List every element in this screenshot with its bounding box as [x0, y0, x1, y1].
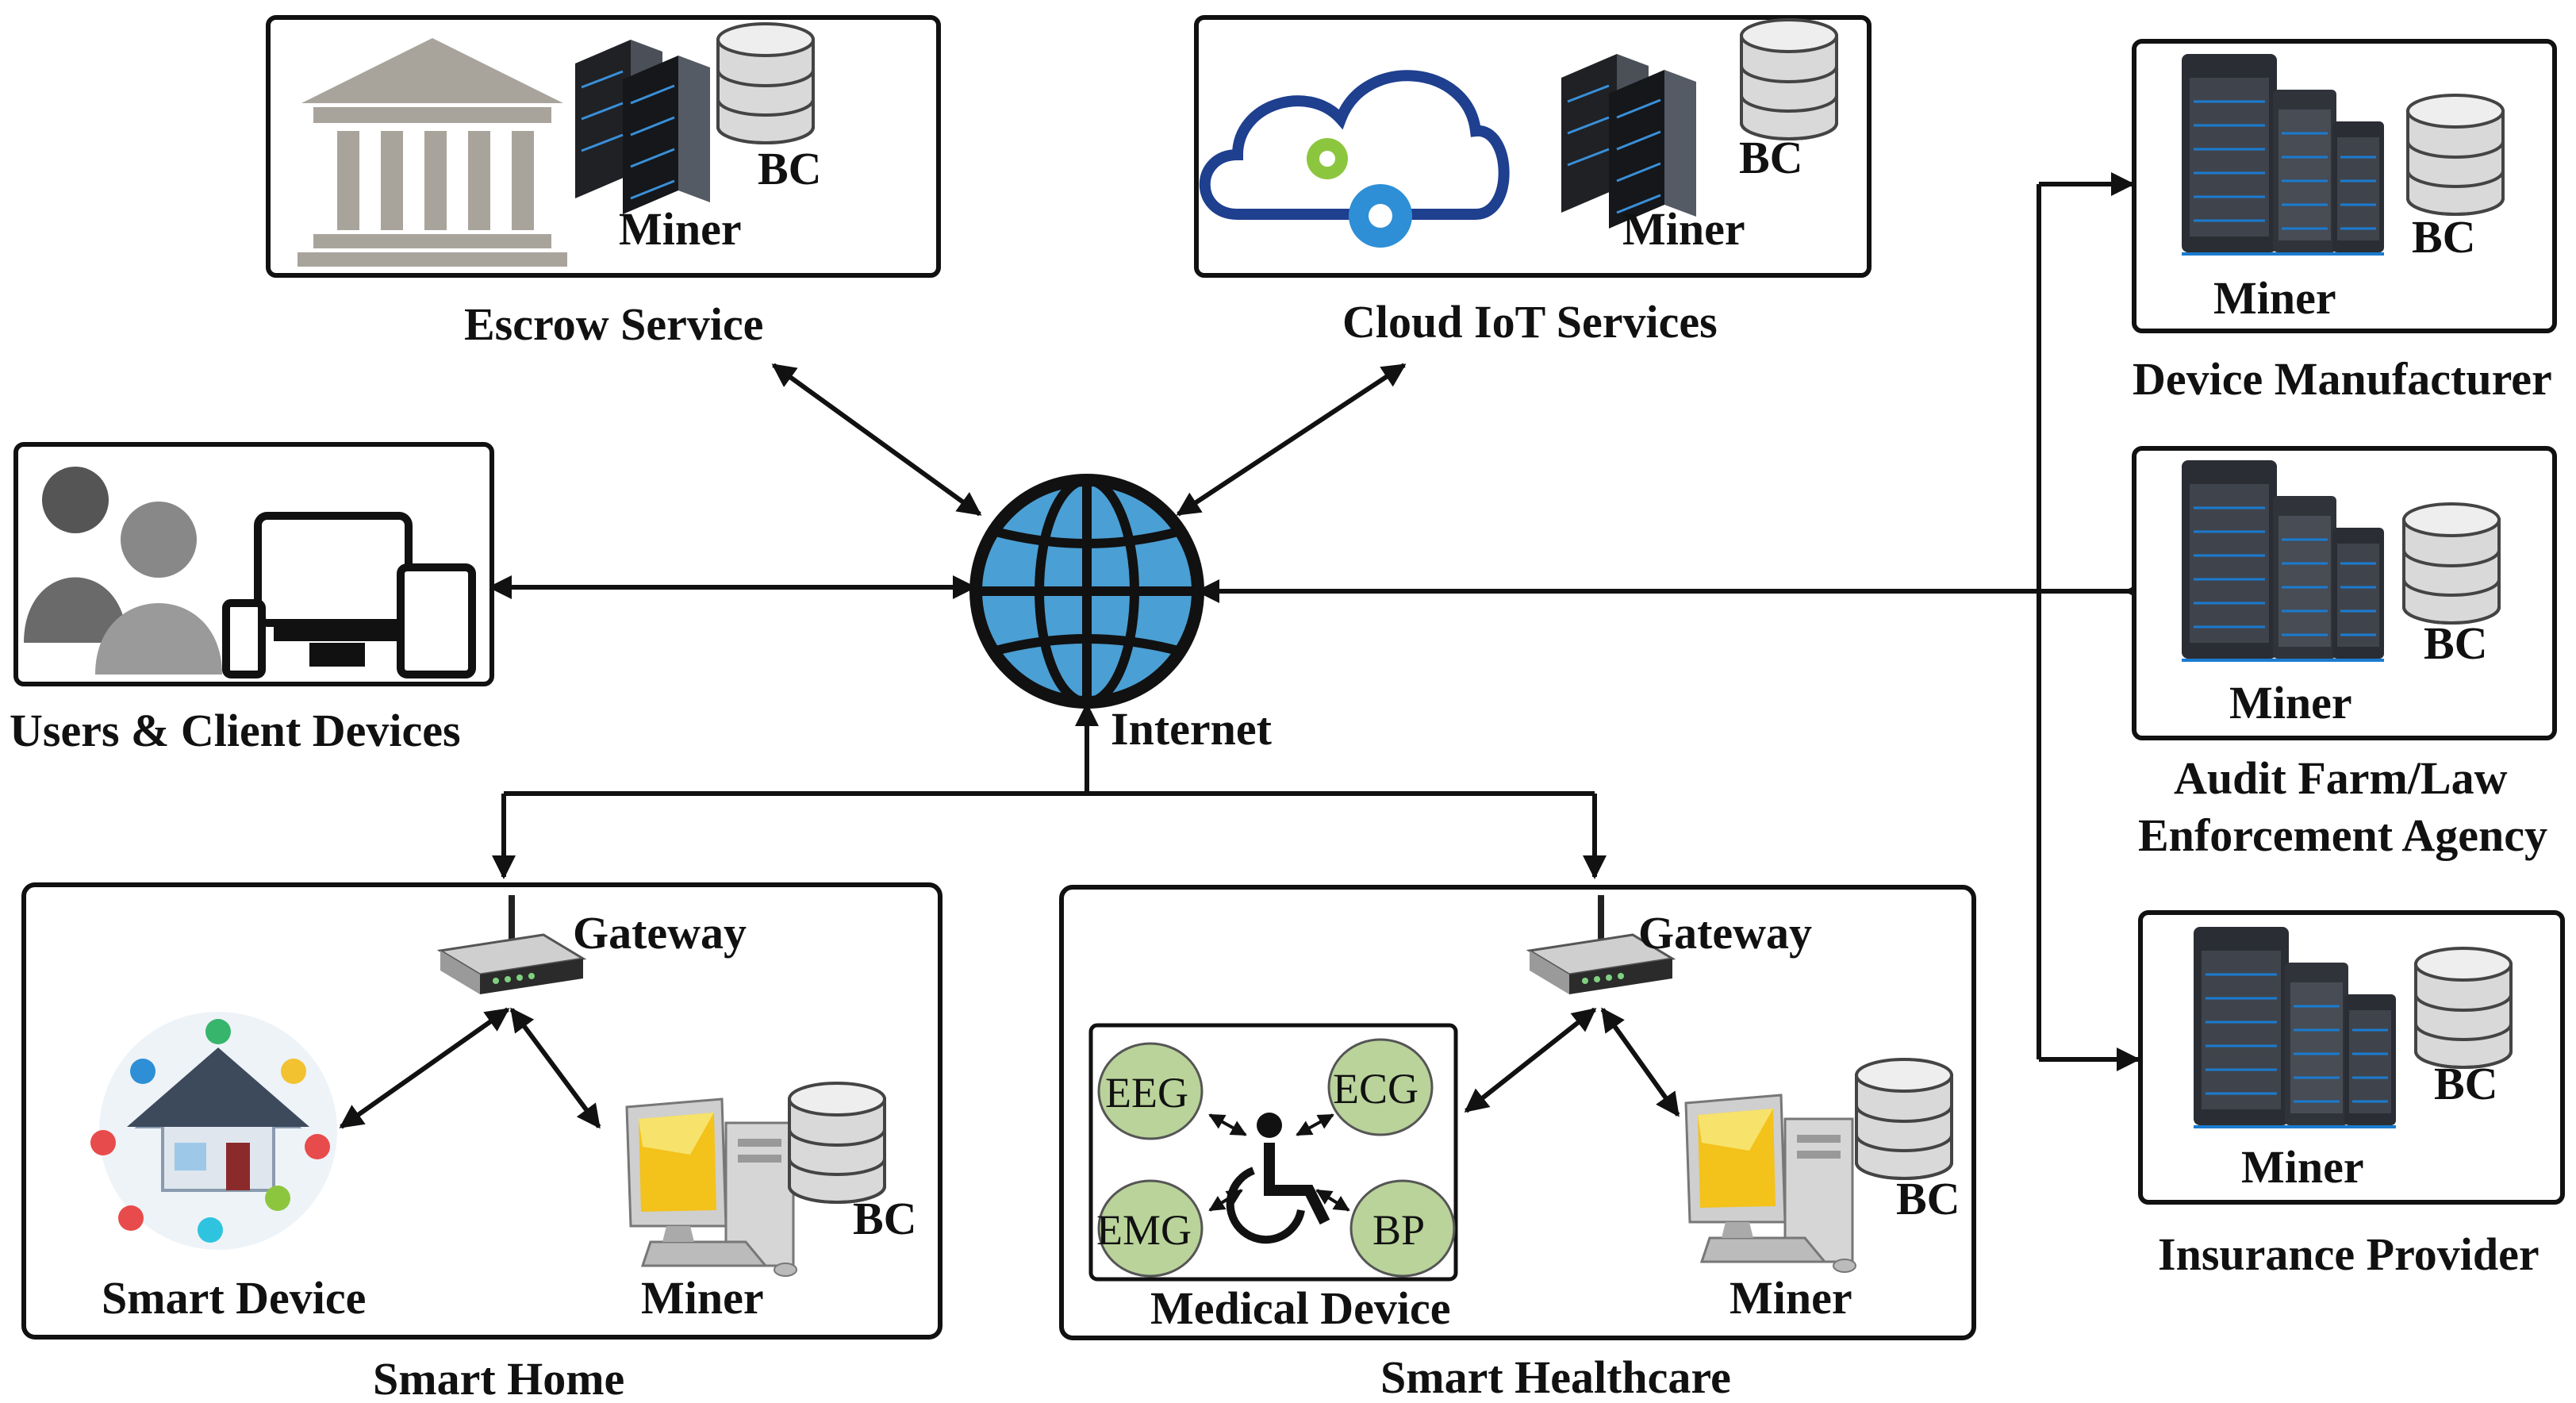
- insurance-miner-label: Miner: [2241, 1141, 2364, 1193]
- health-miner-label: Miner: [1729, 1272, 1852, 1324]
- bank-icon: [298, 38, 567, 267]
- globe-icon: [969, 474, 1204, 709]
- sensor-arrows: [1208, 1113, 1350, 1212]
- internet-label: Internet: [1111, 703, 1273, 755]
- manufacturer-miner-label: Miner: [2213, 272, 2336, 324]
- ecg-sensor: [1327, 1038, 1434, 1136]
- health-bc-label: BC: [1896, 1173, 1960, 1224]
- cloud-miner-label: Miner: [1622, 203, 1745, 255]
- smart-home-node: Gateway BC Smart Device Miner Smart Home: [21, 882, 942, 1403]
- manufacturer-title: Device Manufacturer: [2133, 353, 2552, 405]
- escrow-link-arrow: [771, 363, 982, 517]
- connectors: [488, 172, 2148, 1071]
- audit-bc-label: BC: [2424, 617, 2488, 669]
- sensor-group: EEG ECG EMG BP: [1096, 1038, 1456, 1278]
- bp-label: BP: [1372, 1206, 1425, 1254]
- audit-title-line2: Enforcement Agency: [2138, 809, 2547, 861]
- health-miner-link-arrow: [1600, 1007, 1680, 1117]
- smart-device-label: Smart Device: [102, 1272, 366, 1324]
- users-icon: [24, 467, 222, 675]
- users-node: Users & Client Devices: [10, 442, 494, 756]
- database-icon: [2402, 502, 2501, 625]
- eeg-sensor: [1097, 1042, 1204, 1140]
- database-icon: [1855, 1058, 1953, 1180]
- manufacturer-bc-label: BC: [2412, 211, 2476, 263]
- home-bc-label: BC: [853, 1193, 917, 1244]
- home-miner-label: Miner: [641, 1272, 764, 1324]
- insurance-node: BC Miner Insurance Provider: [2138, 910, 2565, 1280]
- cloud-iot-node: BC Miner Cloud IoT Services: [1194, 15, 1872, 348]
- client-devices-icon: [222, 512, 476, 678]
- desktop-computer-icon: [625, 1097, 798, 1278]
- device-manufacturer-node: BC Miner Device Manufacturer: [2132, 39, 2557, 405]
- database-icon: [716, 22, 815, 144]
- audit-node: BC Miner Audit Farm/Law Enforcement Agen…: [2132, 446, 2557, 861]
- medical-device-label: Medical Device: [1150, 1282, 1450, 1334]
- cloud-gears-icon: [1199, 70, 1510, 248]
- audit-title-line1: Audit Farm/Law: [2174, 752, 2508, 804]
- insurance-bc-label: BC: [2434, 1058, 2498, 1109]
- eeg-label: EEG: [1105, 1069, 1188, 1117]
- cloud-title: Cloud IoT Services: [1342, 296, 1718, 348]
- database-icon: [788, 1082, 886, 1204]
- smart-home-title: Smart Home: [373, 1353, 624, 1403]
- database-icon: [2406, 94, 2505, 216]
- smart-healthcare-node: Gateway EEG ECG EMG BP Medical Device BC: [1059, 885, 1976, 1403]
- health-gateway-label: Gateway: [1638, 907, 1812, 959]
- home-miner-link-arrow: [509, 1007, 601, 1129]
- escrow-service-node: BC Miner Escrow Service: [266, 15, 941, 350]
- escrow-miner-label: Miner: [619, 203, 742, 255]
- cloud-link-arrow: [1176, 363, 1407, 517]
- bp-sensor: [1349, 1179, 1456, 1278]
- home-device-link-arrow: [339, 1007, 510, 1129]
- home-gateway-label: Gateway: [573, 907, 747, 959]
- audit-miner-label: Miner: [2229, 677, 2352, 728]
- cloud-bc-label: BC: [1739, 132, 1803, 183]
- smart-home-icon: [90, 1012, 337, 1250]
- health-medical-link-arrow: [1464, 1007, 1597, 1113]
- desktop-computer-icon: [1684, 1094, 1857, 1274]
- database-icon: [2414, 947, 2513, 1069]
- insurance-title: Insurance Provider: [2158, 1228, 2540, 1280]
- emg-sensor: [1097, 1179, 1204, 1278]
- server-rack-icon: [1560, 52, 1698, 230]
- database-icon: [1740, 18, 1838, 140]
- server-rack-icon: [574, 38, 712, 216]
- emg-label: EMG: [1096, 1206, 1192, 1254]
- internet-node: Internet: [969, 474, 1273, 755]
- smart-healthcare-title: Smart Healthcare: [1380, 1351, 1731, 1403]
- escrow-bc-label: BC: [758, 143, 822, 194]
- escrow-title: Escrow Service: [464, 298, 763, 350]
- ecg-label: ECG: [1333, 1065, 1419, 1113]
- users-title: Users & Client Devices: [10, 705, 461, 756]
